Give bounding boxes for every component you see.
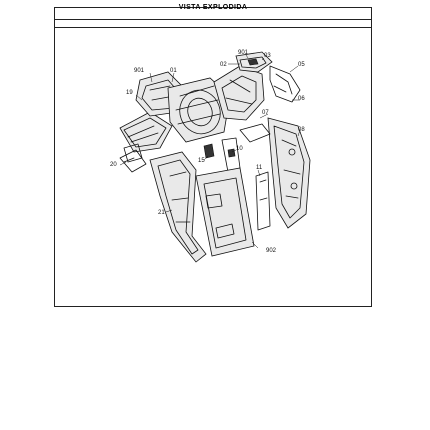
label-07: 07 — [262, 110, 269, 116]
label-20: 20 — [110, 162, 117, 168]
page-title: VISTA EXPLODIDA — [178, 4, 248, 11]
label-01: 01 — [170, 68, 177, 74]
trigger-switch-parts — [235, 51, 301, 103]
clip-parts — [119, 143, 147, 173]
label-08: 08 — [298, 127, 305, 133]
label-10: 10 — [236, 146, 243, 152]
exploded-view-frame: VISTA EXPLODIDA — [54, 4, 372, 307]
left-housing-shell — [149, 151, 207, 263]
label-19: 19 — [126, 90, 133, 96]
label-05: 05 — [298, 62, 305, 68]
label-02: 02 — [220, 62, 227, 68]
label-901-left: 901 — [134, 68, 145, 74]
header-divider — [55, 27, 371, 28]
part-labels: 901 01 19 901 03 02 05 06 07 08 10 11 15… — [110, 50, 305, 254]
label-11: 11 — [256, 165, 263, 171]
label-21: 21 — [158, 210, 165, 216]
label-902: 902 — [266, 248, 277, 254]
right-housing-shell — [267, 117, 311, 229]
header-bar: VISTA EXPLODIDA — [55, 4, 371, 20]
label-901-top: 901 — [238, 50, 249, 56]
gearbox-housing — [167, 77, 231, 143]
label-03: 03 — [264, 53, 271, 59]
label-15: 15 — [198, 158, 205, 164]
label-06: 06 — [298, 96, 305, 102]
leader-lines — [119, 54, 301, 249]
battery-pack — [195, 167, 255, 257]
